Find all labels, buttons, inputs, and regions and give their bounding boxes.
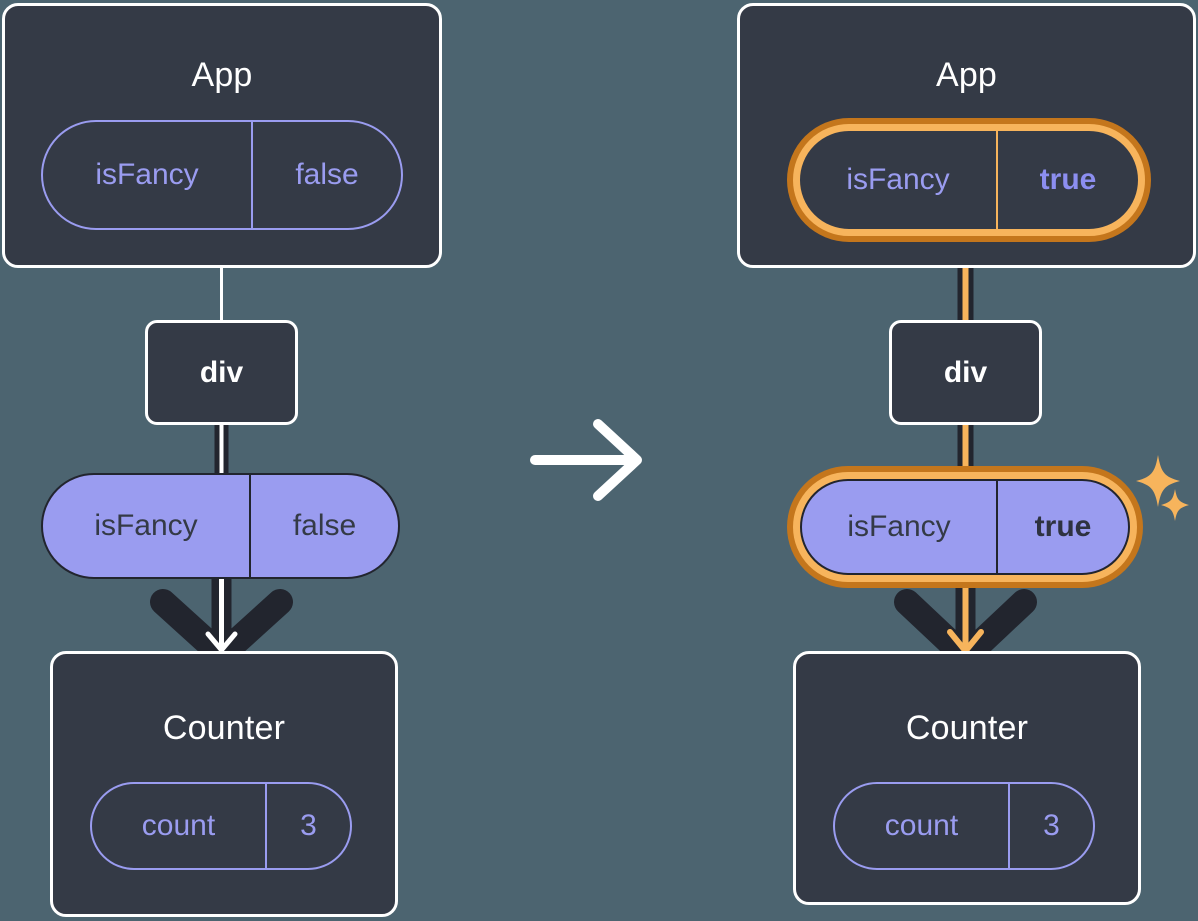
counter-state-pill-after[interactable]: count 3 <box>833 782 1095 870</box>
prop-pill-name-before: isFancy <box>94 509 198 542</box>
div-node-label-after: div <box>943 355 988 389</box>
counter-state-pill-name-before: count <box>141 809 216 842</box>
prop-pill-name-after: isFancy <box>847 510 951 543</box>
app-state-pill-value-before: false <box>251 122 401 228</box>
prop-pill-value-before: false <box>249 475 398 577</box>
app-state-pill-name-before: isFancy <box>95 158 199 191</box>
counter-state-pill-value-after: 3 <box>1008 784 1093 868</box>
app-state-pill-before[interactable]: isFancy false <box>41 120 403 230</box>
app-state-pill-value-after: true <box>996 131 1138 229</box>
div-node-label-before: div <box>199 355 244 389</box>
counter-component-box-after[interactable]: Counter <box>793 651 1141 905</box>
app-state-pill-after[interactable]: isFancy true <box>793 124 1145 236</box>
sparkle-icon-prop <box>1136 455 1189 521</box>
div-node-before[interactable]: div <box>145 320 298 425</box>
counter-state-pill-value-before: 3 <box>265 784 350 868</box>
prop-pill-value-after: true <box>996 481 1128 573</box>
app-title-after: App <box>935 56 998 94</box>
app-title-before: App <box>191 56 253 94</box>
counter-state-pill-before[interactable]: count 3 <box>90 782 352 870</box>
counter-title-after: Counter <box>905 709 1029 747</box>
arrow-pill-to-counter-left <box>150 566 293 668</box>
div-node-after[interactable]: div <box>889 320 1042 425</box>
app-state-pill-name-after: isFancy <box>846 163 950 196</box>
prop-pill-after[interactable]: isFancy true <box>800 479 1130 575</box>
counter-state-pill-name-after: count <box>884 809 959 842</box>
prop-pill-before[interactable]: isFancy false <box>41 473 400 579</box>
arrow-right-icon <box>530 419 642 501</box>
counter-title-before: Counter <box>162 709 286 747</box>
arrow-pill-to-counter-right <box>894 566 1037 670</box>
